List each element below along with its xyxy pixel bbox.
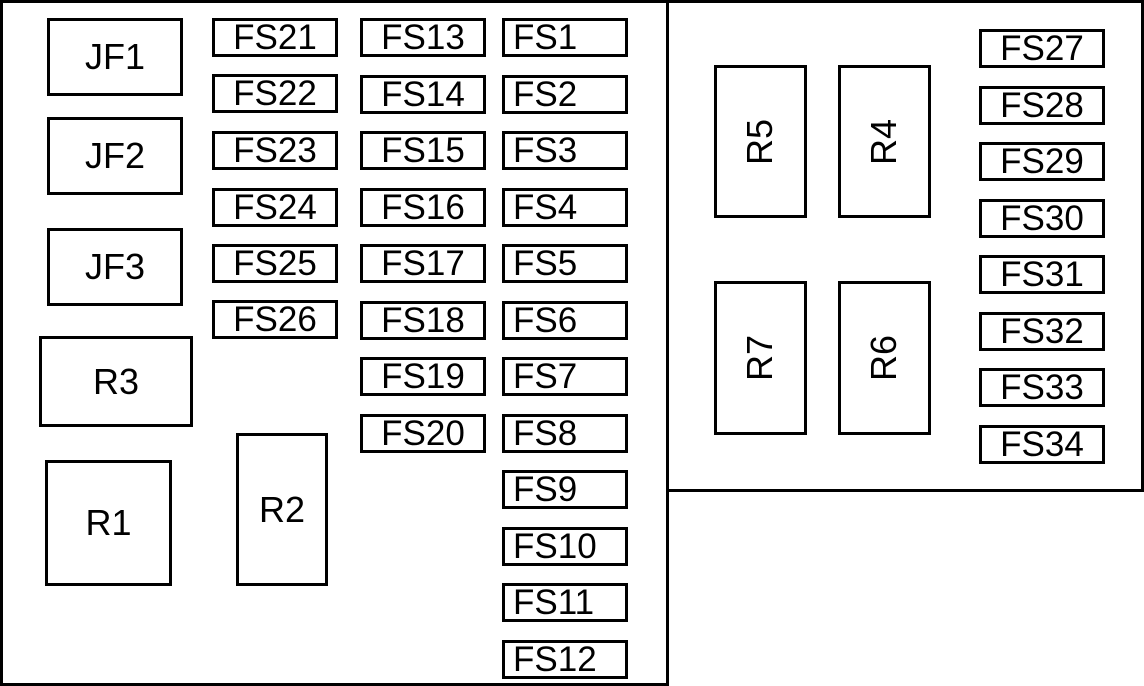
relay-r7-label: R7 [739,334,781,382]
fuse-fs8: FS8 [502,413,628,453]
fuse-fs9-label: FS9 [513,470,578,509]
fuse-fs24-label: FS24 [233,188,317,227]
junction-fuse-jf1-label: JF1 [84,36,145,77]
fuse-fs32: FS32 [979,311,1105,351]
fuse-fs18: FS18 [360,300,486,340]
fuse-fs32-label: FS32 [1000,311,1084,351]
fuse-fs3-label: FS3 [513,131,578,170]
fuse-fs27: FS27 [979,29,1105,68]
relay-r2-label: R2 [258,488,306,530]
fuse-fs21-label: FS21 [233,18,317,57]
fuse-fs1: FS1 [502,18,628,57]
fuse-fs6-label: FS6 [513,300,578,340]
fuse-fs25-label: FS25 [233,244,317,283]
relay-r6-label: R6 [863,334,905,382]
fuse-fs25: FS25 [212,244,338,283]
fuse-fs13: FS13 [360,18,486,57]
junction-fuse-jf2-label: JF2 [84,135,145,176]
fuse-fs11: FS11 [502,583,628,622]
fuse-fs9: FS9 [502,470,628,509]
fuse-fs29: FS29 [979,142,1105,181]
fuse-fs22: FS22 [212,74,338,113]
fuse-fs18-label: FS18 [381,300,465,340]
fuse-fs8-label: FS8 [513,413,578,453]
fuse-fs28-label: FS28 [1000,85,1084,125]
fuse-fs23: FS23 [212,131,338,170]
relay-r5-label: R5 [739,118,781,165]
junction-fuse-jf1: JF1 [47,18,183,96]
fuse-fs26-label: FS26 [233,300,317,339]
fuse-fs33-label: FS33 [1000,368,1084,407]
fuse-fs19-label: FS19 [381,357,465,396]
fuse-fs31: FS31 [979,255,1105,294]
fuse-fs4-label: FS4 [513,187,578,227]
fuse-fs7-label: FS7 [513,357,578,396]
fuse-fs4: FS4 [502,187,628,227]
fuse-fs12: FS12 [502,639,628,679]
fuse-fs14-label: FS14 [381,74,465,114]
junction-fuse-jf3: JF3 [47,228,183,306]
fuse-fs22-label: FS22 [233,74,317,113]
fuse-fs1-label: FS1 [513,18,578,57]
fuse-fs34: FS34 [979,424,1105,464]
fuse-fs26: FS26 [212,300,338,339]
fuse-fs10: FS10 [502,526,628,566]
fuse-fs12-label: FS12 [513,639,597,679]
fuse-fs34-label: FS34 [1000,424,1084,464]
fuse-fs5: FS5 [502,244,628,283]
fuse-fs33: FS33 [979,368,1105,407]
fuse-fs28: FS28 [979,85,1105,125]
fuse-fs17-label: FS17 [381,244,465,283]
fuse-fs10-label: FS10 [513,526,597,566]
fuse-fs11-label: FS11 [513,583,595,622]
relay-r6: R6 [838,281,931,435]
relay-r1-label: R1 [85,502,132,543]
fuse-fs5-label: FS5 [513,244,578,283]
fuse-fs20-label: FS20 [381,413,465,453]
relay-r1: R1 [45,460,172,586]
relay-r5: R5 [714,65,807,218]
fuse-fs23-label: FS23 [233,131,317,170]
fuse-fs3: FS3 [502,131,628,170]
junction-fuse-jf2: JF2 [47,117,183,195]
fuse-fs17: FS17 [360,244,486,283]
relay-r3-label: R3 [92,360,140,402]
fuse-fs15: FS15 [360,131,486,170]
fuse-fs6: FS6 [502,300,628,340]
fuse-fs7: FS7 [502,357,628,396]
fuse-fs16: FS16 [360,187,486,227]
relay-r7: R7 [714,281,807,435]
fuse-fs16-label: FS16 [381,187,465,227]
junction-fuse-jf3-label: JF3 [84,246,145,287]
fuse-fs13-label: FS13 [381,18,465,57]
fuse-fs14: FS14 [360,74,486,114]
relay-r4: R4 [838,65,931,218]
fuse-fs2-label: FS2 [513,74,578,114]
fuse-fs15-label: FS15 [381,131,465,170]
relay-r2: R2 [236,433,328,586]
fuse-fs19: FS19 [360,357,486,396]
fuse-fs29-label: FS29 [1000,142,1084,181]
fuse-fs24: FS24 [212,188,338,227]
relay-r4-label: R4 [863,118,905,165]
fuse-fs2: FS2 [502,74,628,114]
fuse-fs30-label: FS30 [1000,198,1084,238]
fuse-fs20: FS20 [360,413,486,453]
fuse-fs21: FS21 [212,18,338,57]
fuse-fs31-label: FS31 [1000,255,1084,294]
fuse-fs27-label: FS27 [1000,29,1084,68]
fuse-fs30: FS30 [979,198,1105,238]
relay-r3: R3 [39,336,193,427]
